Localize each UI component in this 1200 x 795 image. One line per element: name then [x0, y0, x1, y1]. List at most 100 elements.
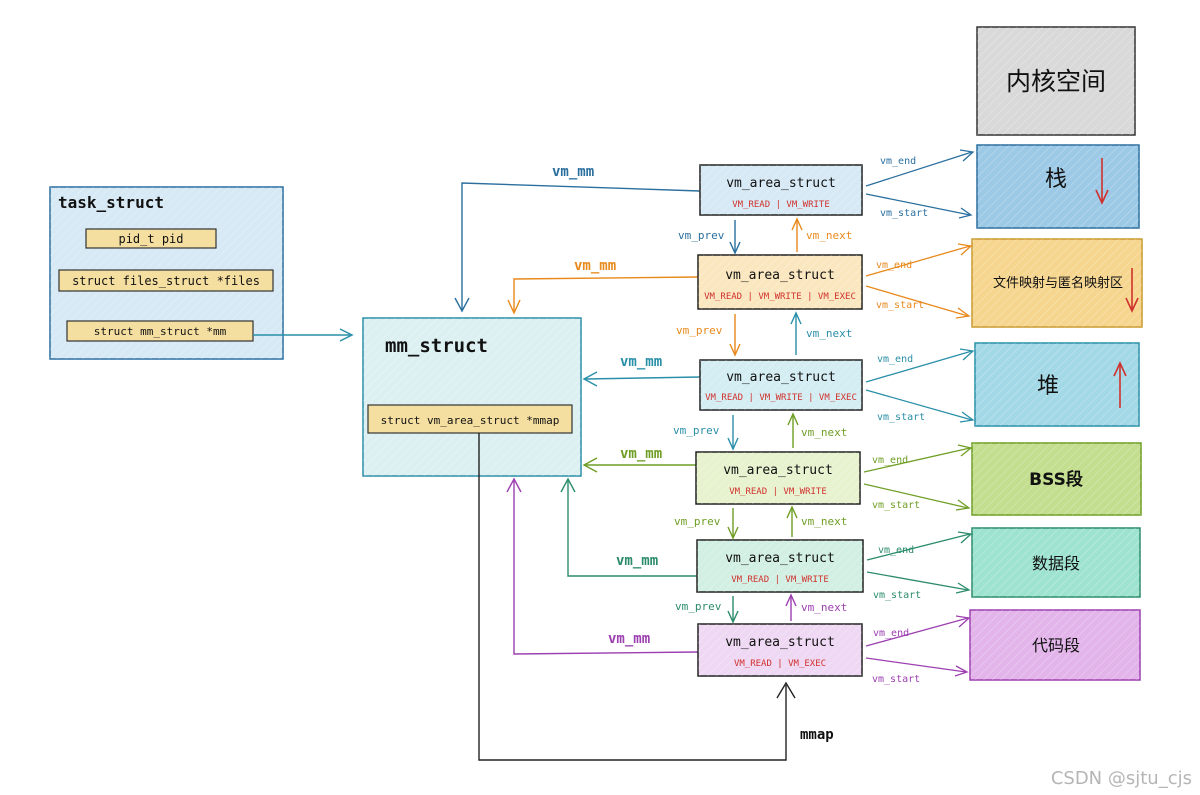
mm-field: struct mm_struct *mm — [94, 325, 227, 338]
vm-mm-label-4: vm_mm — [620, 446, 662, 462]
vm-start-arrow-3 — [865, 389, 975, 423]
vma-flags-3: VM_READ | VM_WRITE | VM_EXEC — [705, 393, 857, 403]
vm-start-arrow-5 — [866, 571, 971, 594]
vm-mm-link-2 — [507, 276, 699, 315]
vma-box-4: vm_area_struct VM_READ | VM_WRITE — [695, 451, 861, 505]
segment-label-data: 数据段 — [1032, 554, 1080, 573]
vma-title-2: vm_area_struct — [725, 268, 835, 283]
vm-end-label-3: vm_end — [877, 354, 913, 365]
segment-heap: 堆 — [974, 342, 1140, 427]
vm-mm-link-6 — [506, 477, 699, 655]
segment-label-mmap: 文件映射与匿名映射区 — [993, 275, 1123, 291]
vma-title-5: vm_area_struct — [725, 551, 835, 566]
vm-start-arrow-4 — [863, 483, 971, 511]
vm-end-arrow-4 — [863, 444, 973, 473]
vm-prev-link-1 — [729, 220, 741, 255]
vm-prev-label-4: vm_prev — [674, 515, 721, 528]
vm-mm-link-4 — [582, 457, 696, 473]
vm-mm-link-1 — [454, 182, 701, 313]
vm-next-label-1: vm_next — [806, 229, 852, 242]
segment-label-heap: 堆 — [1037, 374, 1059, 399]
vma-flags-1: VM_READ | VM_WRITE — [732, 200, 830, 210]
vm-end-arrow-1 — [865, 149, 975, 187]
vm-next-link-5 — [785, 593, 797, 621]
heap-grow-up-icon — [1113, 361, 1127, 408]
vm-end-label-4: vm_end — [872, 455, 908, 466]
vm-start-label-6: vm_start — [872, 674, 920, 685]
vm-prev-label-1: vm_prev — [678, 229, 725, 242]
vma-box-5: vm_area_struct VM_READ | VM_WRITE — [696, 539, 864, 593]
pid-field-box — [85, 228, 217, 249]
vm-prev-link-3 — [727, 415, 739, 451]
vm-next-link-4 — [786, 505, 798, 537]
vm-next-label-3: vm_next — [801, 426, 847, 439]
vm-start-label-3: vm_start — [877, 412, 925, 423]
segment-bss: BSS段 — [971, 442, 1142, 516]
mmap-field-box — [367, 404, 573, 434]
vma-flags-4: VM_READ | VM_WRITE — [729, 487, 827, 497]
vm-end-arrow-6 — [865, 615, 971, 647]
vma-box-1: vm_area_struct VM_READ | VM_WRITE — [699, 164, 863, 216]
vm-mm-label-5: vm_mm — [616, 553, 658, 569]
vm-next-label-4: vm_next — [801, 515, 847, 528]
vma-box-3: vm_area_struct VM_READ | VM_WRITE | VM_E… — [699, 359, 863, 411]
vm-end-label-5: vm_end — [878, 545, 914, 556]
vma-title-1: vm_area_struct — [726, 176, 836, 191]
vm-prev-label-5: vm_prev — [675, 600, 722, 613]
vm-next-link-2 — [790, 311, 802, 355]
vma-title-6: vm_area_struct — [725, 635, 835, 650]
vm-mm-label-6: vm_mm — [608, 631, 650, 647]
pid-field: pid_t pid — [118, 232, 183, 246]
segment-kernel-space: 内核空间 — [976, 26, 1136, 136]
vm-end-label-6: vm_end — [873, 628, 909, 639]
segment-text: 代码段 — [969, 609, 1141, 681]
segment-label-stack: 栈 — [1045, 167, 1067, 192]
vm-next-link-1 — [791, 217, 803, 252]
vm-next-link-3 — [787, 412, 799, 448]
mmap-field: struct vm_area_struct *mmap — [381, 414, 560, 427]
vm-next-label-5: vm_next — [801, 601, 847, 614]
mm-struct-title: mm_struct — [385, 335, 488, 357]
vma-box-2: vm_area_struct VM_READ | VM_WRITE | VM_E… — [697, 254, 863, 310]
vm-start-label-5: vm_start — [873, 590, 921, 601]
vm-mm-link-3 — [582, 371, 701, 387]
watermark: CSDN @sjtu_cjs — [1051, 768, 1192, 789]
vm-prev-link-4 — [727, 508, 739, 540]
vma-title-3: vm_area_struct — [726, 370, 836, 385]
vm-start-arrow-1 — [865, 193, 973, 219]
vm-mm-label-1: vm_mm — [552, 164, 594, 180]
stack-grow-down-icon — [1095, 158, 1109, 205]
vma-flags-2: VM_READ | VM_WRITE | VM_EXEC — [704, 292, 856, 302]
vm-mm-label-2: vm_mm — [574, 258, 616, 274]
mm-struct-box: mm_struct struct vm_area_struct *mmap — [362, 317, 582, 477]
vma-flags-6: VM_READ | VM_EXEC — [734, 659, 826, 669]
vm-mm-link-5 — [560, 477, 697, 577]
vm-start-arrow-2 — [865, 285, 971, 319]
segment-label-text: 代码段 — [1032, 636, 1080, 655]
mm-pointer-arrow — [253, 328, 354, 342]
vm-prev-label-2: vm_prev — [676, 324, 723, 337]
vm-prev-link-2 — [729, 314, 741, 357]
mmap-arrow — [478, 433, 796, 761]
segment-label-bss: BSS段 — [1029, 469, 1083, 490]
mm-field-box — [66, 320, 254, 342]
segment-stack: 栈 — [976, 144, 1140, 229]
mmap-grow-down-icon — [1125, 268, 1139, 313]
vm-end-arrow-2 — [865, 243, 973, 277]
vm-start-arrow-6 — [865, 657, 969, 677]
segment-mmap-area: 文件映射与匿名映射区 — [971, 238, 1143, 328]
vma-flags-5: VM_READ | VM_WRITE — [731, 575, 829, 585]
files-field-box — [58, 269, 274, 292]
vm-end-arrow-3 — [865, 348, 975, 383]
vm-end-arrow-5 — [866, 531, 973, 561]
files-field: struct files_struct *files — [72, 274, 260, 288]
segment-label-kernel: 内核空间 — [1006, 67, 1106, 96]
vm-prev-label-3: vm_prev — [673, 424, 720, 437]
vma-title-4: vm_area_struct — [723, 463, 833, 478]
mmap-label: mmap — [800, 727, 834, 743]
vma-box-6: vm_area_struct VM_READ | VM_EXEC — [697, 623, 863, 677]
vm-next-label-2: vm_next — [806, 327, 852, 340]
vm-end-label-2: vm_end — [876, 260, 912, 271]
